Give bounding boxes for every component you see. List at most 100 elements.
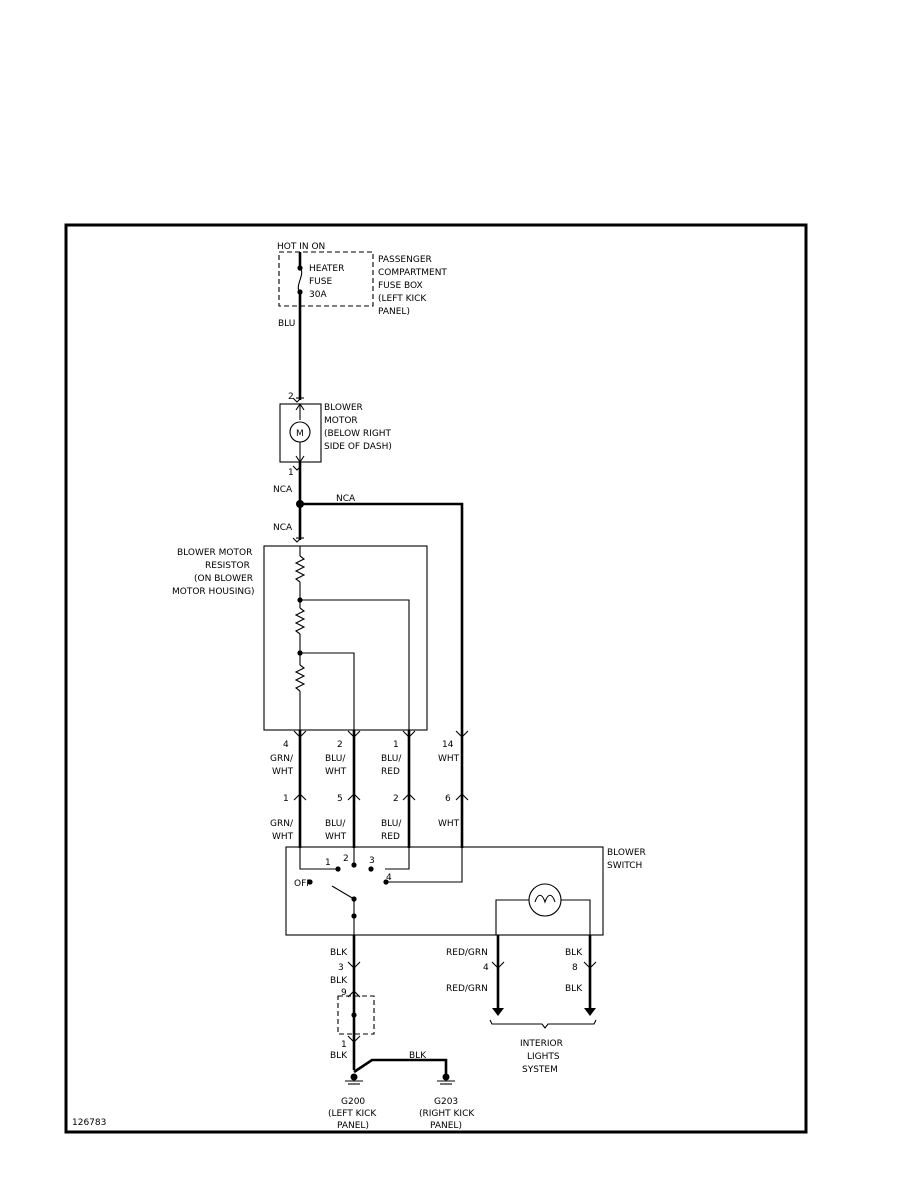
motor-pin-top: 2 xyxy=(288,392,294,402)
ground-wire-3: BLK xyxy=(330,1051,348,1061)
resistor-label-2: RESISTOR xyxy=(205,561,250,571)
wire-upper-1a: GRN/ xyxy=(270,754,294,764)
lights-system-1: INTERIOR xyxy=(520,1039,563,1049)
resistor-coil-icon xyxy=(294,607,306,635)
connector-icon xyxy=(402,793,416,801)
wire-upper-3b: RED xyxy=(381,767,400,777)
resistor-label-3: (ON BLOWER xyxy=(194,574,253,584)
switch-pos-2: 2 xyxy=(343,854,349,864)
wire-label-blu: BLU xyxy=(278,319,295,329)
ground-g200-loc-2: PANEL) xyxy=(337,1121,369,1131)
ground-g203-loc-2: PANEL) xyxy=(430,1121,462,1131)
wire-label-nca-3: NCA xyxy=(273,523,293,533)
switch-label-1: BLOWER xyxy=(607,848,646,858)
motor-label-3: (BELOW RIGHT xyxy=(324,429,392,439)
fuse-box: HOT IN ON HEATER FUSE 30A PASSENGER COMP… xyxy=(277,242,447,317)
wire-lower-1a: GRN/ xyxy=(270,819,294,829)
connector-icon xyxy=(455,793,469,801)
switch-wiper-icon xyxy=(331,885,355,900)
interior-lights-circuit: RED/GRN BLK 4 8 RED/GRN BLK INTERIOR LIG… xyxy=(446,935,597,1075)
wire-upper-3a: BLU/ xyxy=(381,754,402,764)
lights-system-2: LIGHTS xyxy=(527,1052,560,1062)
lamp-left-wire-2: RED/GRN xyxy=(446,984,488,994)
blower-switch: BLOWER SWITCH 1 2 3 4 OFF xyxy=(285,846,646,936)
motor-pin-bottom: 1 xyxy=(288,468,294,478)
connector-icon xyxy=(292,537,302,543)
blower-motor: 2 M BLOWER MOTOR (BELOW RIGHT SIDE OF DA… xyxy=(279,392,392,478)
lamp-right-wire: BLK xyxy=(565,948,583,958)
lamp-right-pin: 8 xyxy=(572,963,578,973)
resistor-pin-2: 2 xyxy=(337,740,343,750)
fuse-location-5: PANEL) xyxy=(378,307,410,317)
connector-icon xyxy=(583,961,597,969)
connector-icon xyxy=(347,961,361,969)
ground-g200-loc-1: (LEFT KICK xyxy=(328,1109,377,1119)
resistor-coil-icon xyxy=(294,664,306,692)
wire-lower-3b: RED xyxy=(381,832,400,842)
fuse-name-1: HEATER xyxy=(309,264,344,274)
resistor-outline xyxy=(263,545,428,731)
blower-motor-resistor: BLOWER MOTOR RESISTOR (ON BLOWER MOTOR H… xyxy=(172,545,428,731)
wire-upper-4a: WHT xyxy=(438,754,460,764)
lights-system-3: SYSTEM xyxy=(522,1065,558,1075)
wire-lower-2a: BLU/ xyxy=(325,819,346,829)
fuse-location-2: COMPARTMENT xyxy=(378,268,447,278)
ground-icon xyxy=(345,1073,363,1085)
wire-lower-4a: WHT xyxy=(438,819,460,829)
switch-ground-path: BLK 3 BLK 9 1 BLK BLK G200 (LEFT KICK PA… xyxy=(328,935,475,1131)
fuse-box-outline xyxy=(278,251,374,307)
ground-g203-loc-1: (RIGHT KICK xyxy=(419,1109,475,1119)
switch-pin-2: 2 xyxy=(393,794,399,804)
fuse-header: HOT IN ON xyxy=(277,242,325,252)
switch-off-label: OFF xyxy=(294,879,311,889)
lamp-left-pin: 4 xyxy=(483,963,489,973)
switch-label-2: SWITCH xyxy=(607,861,642,871)
fuse-name-2: FUSE xyxy=(309,277,332,287)
resistor-pin-14: 14 xyxy=(442,740,454,750)
switch-pin-1: 1 xyxy=(283,794,289,804)
splice-dot xyxy=(351,1012,357,1018)
switch-pin-5: 5 xyxy=(337,794,343,804)
motor-label-4: SIDE OF DASH) xyxy=(324,442,392,452)
fuse-location-1: PASSENGER xyxy=(378,255,432,265)
wire-label-nca-1: NCA xyxy=(273,485,293,495)
wire-lower-1b: WHT xyxy=(272,832,294,842)
bracket-icon xyxy=(489,1019,597,1029)
motor-label-2: MOTOR xyxy=(324,416,358,426)
connector-icon xyxy=(491,961,505,969)
ground-pin-9: 9 xyxy=(341,988,347,998)
lamp-left-wire: RED/GRN xyxy=(446,948,488,958)
connector-icon xyxy=(347,1035,361,1043)
switch-pos-1: 1 xyxy=(325,858,331,868)
ground-branch-wire xyxy=(353,1058,448,1075)
fuse-rating: 30A xyxy=(309,290,327,300)
wire-lower-2b: WHT xyxy=(325,832,347,842)
resistor-pin-4: 4 xyxy=(283,740,289,750)
ground-pin-1: 1 xyxy=(341,1040,347,1050)
wire-upper-1b: WHT xyxy=(272,767,294,777)
ground-wire-1: BLK xyxy=(330,948,348,958)
fuse-location-4: (LEFT KICK xyxy=(378,294,427,304)
switch-pos-4: 4 xyxy=(386,873,392,883)
lamp-right-wire-2: BLK xyxy=(565,984,583,994)
nca-branch-wire xyxy=(300,502,464,728)
wire-label-nca-2: NCA xyxy=(336,494,356,504)
ground-icon xyxy=(437,1073,455,1085)
ground-branch-label: BLK xyxy=(409,1051,427,1061)
ground-g200-name: G200 xyxy=(341,1097,365,1107)
wire-upper-2b: WHT xyxy=(325,767,347,777)
connector-icon xyxy=(293,793,307,801)
diagram-frame xyxy=(64,223,808,1134)
splice-box-outline xyxy=(337,995,375,1035)
ground-g203-name: G203 xyxy=(434,1097,458,1107)
resistor-label-4: MOTOR HOUSING) xyxy=(172,587,255,597)
motor-symbol: M xyxy=(296,429,304,439)
ground-wire-2: BLK xyxy=(330,976,348,986)
diagram-id: 126783 xyxy=(72,1118,106,1128)
ground-pin-3: 3 xyxy=(338,963,344,973)
wire-lower-3a: BLU/ xyxy=(381,819,402,829)
switch-pin-6: 6 xyxy=(445,794,451,804)
resistor-pin-1: 1 xyxy=(393,740,399,750)
motor-label-1: BLOWER xyxy=(324,403,363,413)
